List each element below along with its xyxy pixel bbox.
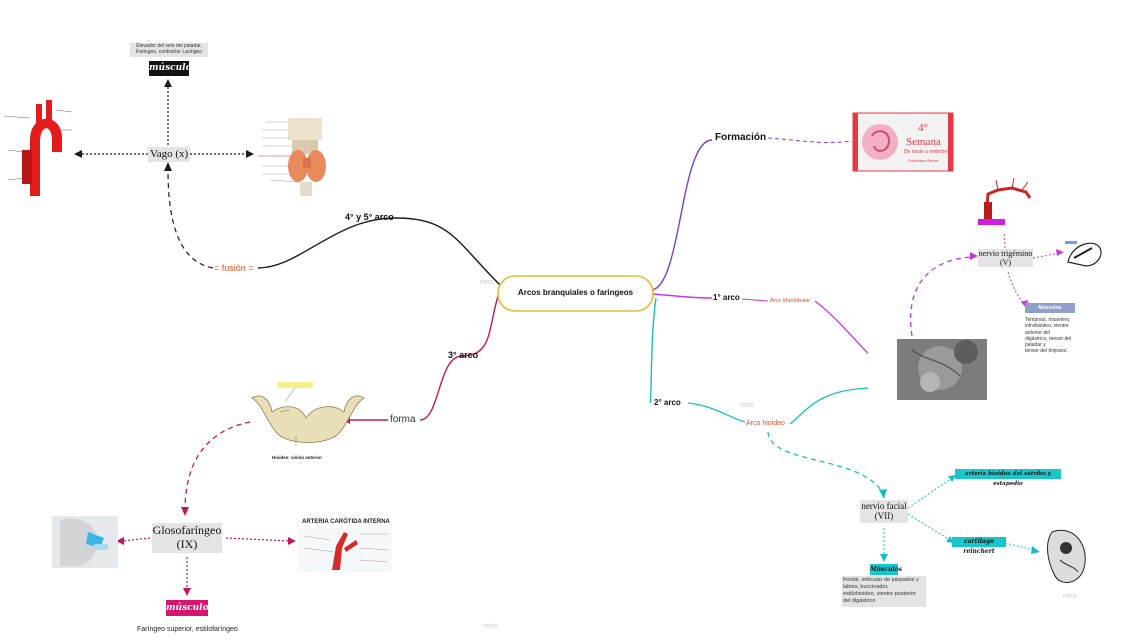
trigemino-musculos-tag[interactable]: Músculos xyxy=(1025,303,1075,313)
fusion-label[interactable]: = fusión = xyxy=(214,263,254,273)
arco-mandibular-label[interactable]: Arco Mandibular xyxy=(770,298,811,304)
glosofaringeo-note: Faríngeo superior, estilofaríngeo xyxy=(137,626,238,633)
connector-arc2 xyxy=(649,297,657,404)
miro-watermark: miro xyxy=(740,402,754,409)
formacion-label[interactable]: Formación xyxy=(715,132,767,143)
hioides-caption: Hioides: visión anterior xyxy=(272,455,323,460)
carotida-title: ARTERIA CARÓTIDA INTERNA xyxy=(302,519,390,525)
thyroid-larynx-image xyxy=(258,118,326,196)
cartilago-reinchert-tag[interactable]: cartílago reinchert xyxy=(952,537,1006,555)
vago-note: Elevador del velo del paladar, Faríngeo,… xyxy=(130,43,208,57)
miro-watermark: miro xyxy=(484,623,498,630)
semana-number: 4° xyxy=(918,122,928,134)
trigemino-node[interactable]: nervio trigémino (V) xyxy=(978,249,1033,268)
miro-watermark: miro xyxy=(480,279,494,286)
connector-formacion xyxy=(651,139,713,291)
semana-sub: De óvulo a embrión xyxy=(904,149,948,155)
connector-hioides-glosofaringeo xyxy=(184,421,251,511)
fourth-week-embryo-image xyxy=(852,112,954,172)
arco-hioideo-label[interactable]: Arco hioideo xyxy=(746,420,785,427)
pharyngeal-arches-micrograph xyxy=(868,339,987,400)
embryo-sketch-image xyxy=(1042,525,1090,587)
glosofaringeo-head-image xyxy=(52,516,118,568)
trigemino-anatomy-image xyxy=(978,175,1036,220)
semana-brand: Embarazo Bebés xyxy=(908,158,939,163)
carotid-artery-image xyxy=(298,528,392,572)
connector-arc3 xyxy=(419,295,499,421)
central-node[interactable] xyxy=(497,275,654,312)
trigemino-image-tag xyxy=(978,219,1005,225)
trigemino-note: Temporal, masetero, infrahioideo, vientr… xyxy=(1025,317,1072,355)
glosofaringeo-node[interactable]: Glosofaríngeo (IX) xyxy=(152,523,222,553)
semana-word: Semana xyxy=(906,136,941,148)
connector-fusion-vago xyxy=(167,169,214,269)
arteria-hioidea-tag[interactable]: arteria hioidea del estribo y estapedio xyxy=(955,469,1061,487)
arc2-label[interactable]: 2° arco xyxy=(654,398,681,407)
glosofaringeo-musculos-tag[interactable]: músculos xyxy=(166,600,214,616)
aortic-arch-image xyxy=(0,100,74,198)
arrow-vago xyxy=(164,162,172,171)
arc45-label[interactable]: 4° y 5° arco xyxy=(345,212,394,222)
mandibular-sketch-image xyxy=(1064,236,1108,272)
central-title[interactable]: Arcos branquiales o faringeos xyxy=(517,288,634,297)
vago-node[interactable]: Vago (x) xyxy=(148,147,191,162)
facial-note: frontal, orbicular de párpados y labios,… xyxy=(842,576,926,607)
arc3-label[interactable]: 3° arco xyxy=(448,350,479,360)
miro-watermark: miro xyxy=(1063,593,1077,600)
hyoid-bone-image xyxy=(251,382,365,446)
connector-arc1 xyxy=(651,293,713,299)
facial-musculos-tag[interactable]: Músculos xyxy=(870,564,903,575)
connector-arc45 xyxy=(257,217,501,286)
arc1-label[interactable]: 1° arco xyxy=(713,293,740,302)
facial-node[interactable]: nervio facial (VII) xyxy=(860,500,908,523)
vago-musculos-tag[interactable]: músculos xyxy=(149,61,197,76)
forma-label[interactable]: forma xyxy=(390,414,416,425)
